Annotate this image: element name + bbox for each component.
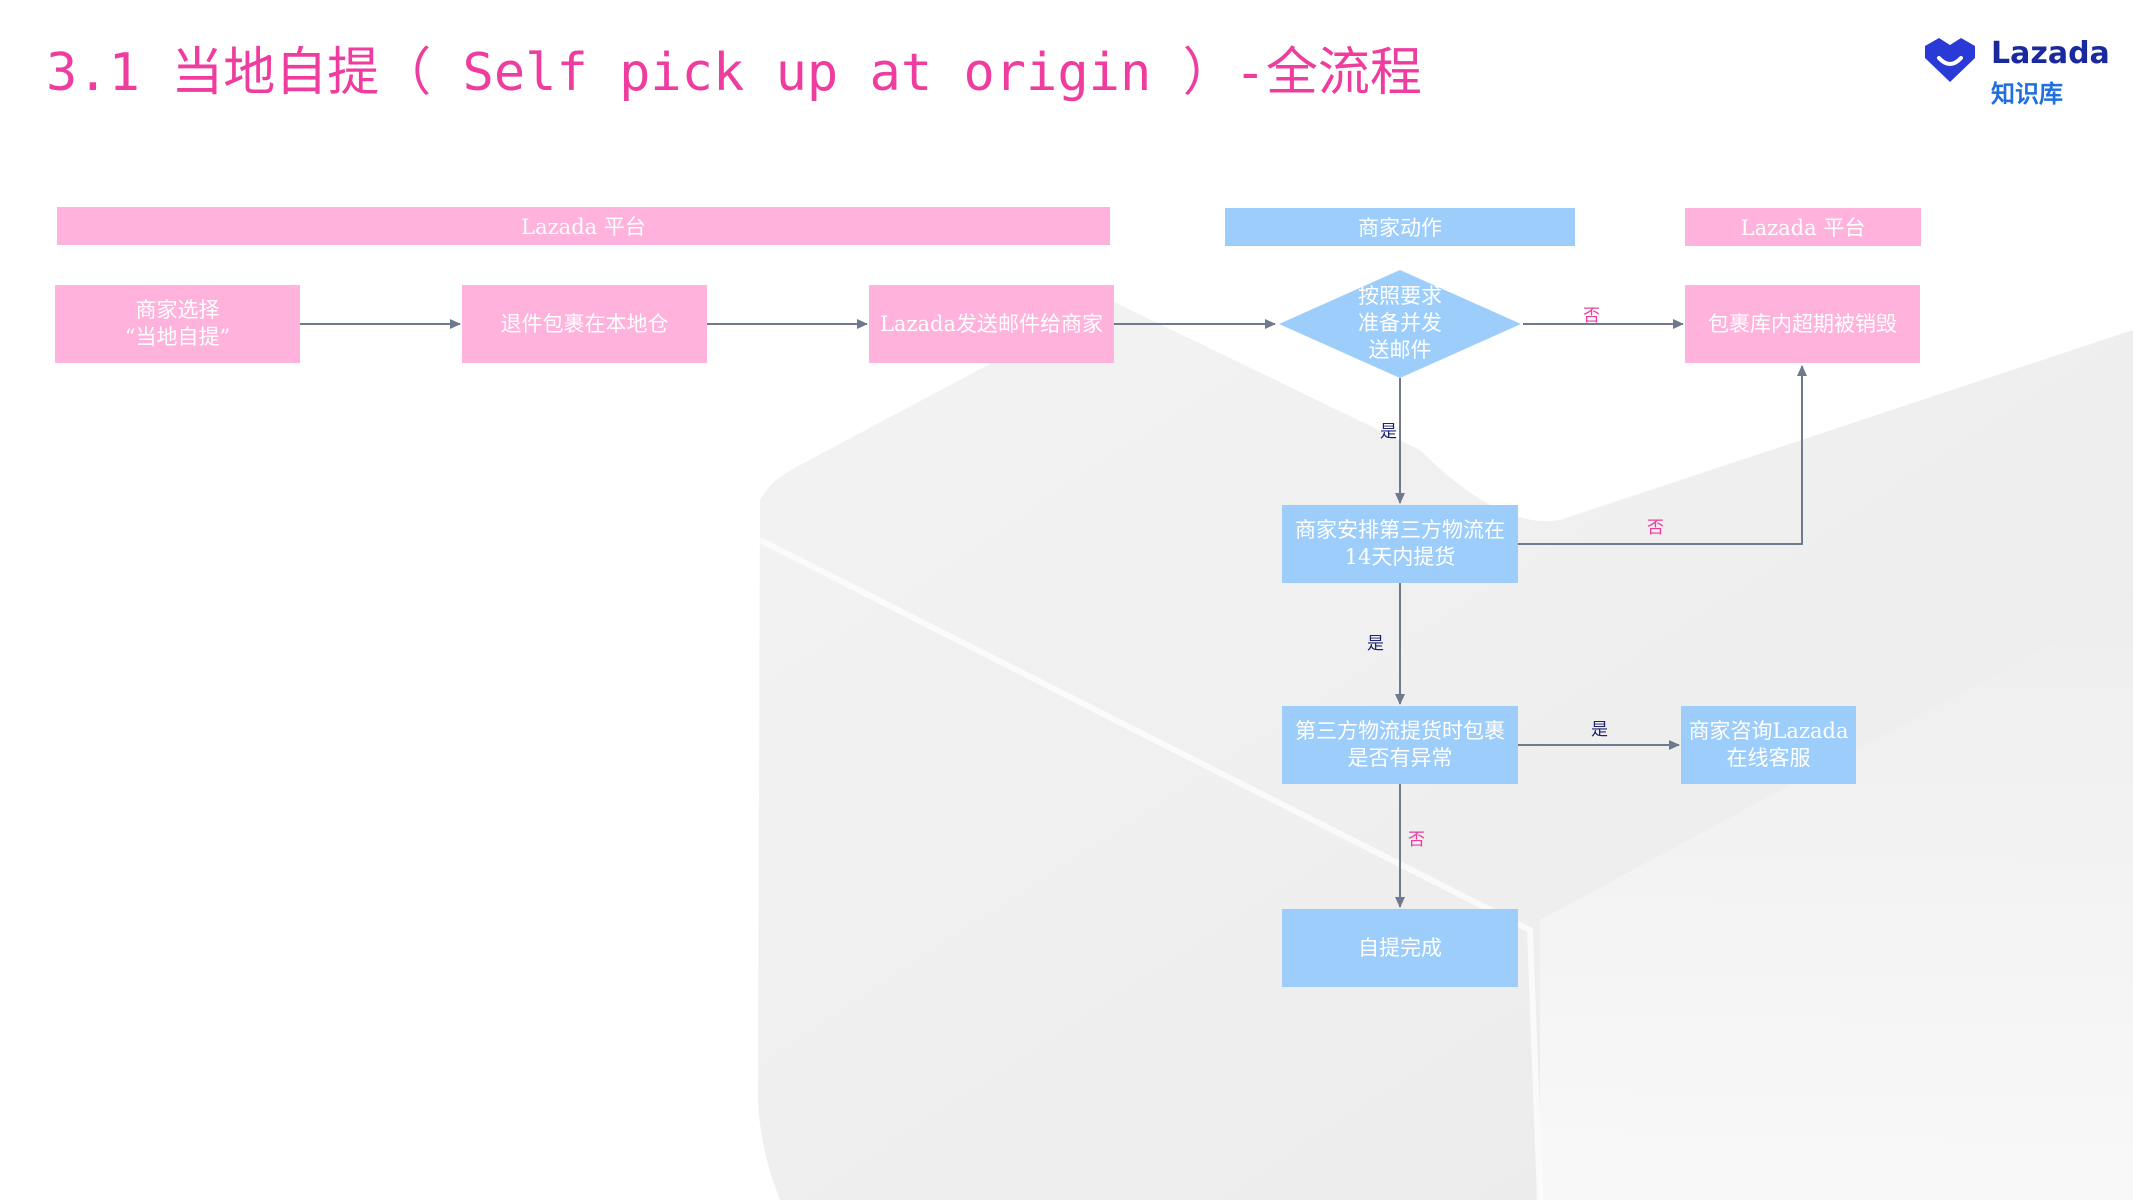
- lazada-heart-icon: [1925, 38, 1975, 82]
- logo-sub: 知识库: [1991, 80, 2063, 108]
- node-prepare-email: 按照要求 准备并发 送邮件: [1277, 268, 1523, 378]
- node-abnormal-line1: 第三方物流提货时包裹: [1295, 719, 1505, 743]
- node-lazada-send-email: Lazada发送邮件给商家: [869, 285, 1114, 363]
- node-merchant-select: 商家选择 “当地自提”: [55, 285, 300, 363]
- node-consult-service: 商家咨询Lazada 在线客服: [1681, 706, 1856, 784]
- node-pickup-abnormal: 第三方物流提货时包裹 是否有异常: [1282, 706, 1518, 784]
- decision-diamond: [1279, 270, 1521, 378]
- arrow-arrange-to-destroyed: [1518, 365, 1807, 545]
- lane-lazada-platform-left: Lazada 平台: [57, 207, 1110, 245]
- node-pickup-complete: 自提完成: [1282, 909, 1518, 987]
- label-no-prepare: 否: [1583, 306, 1600, 326]
- node-abnormal-line2: 是否有异常: [1347, 746, 1453, 770]
- logo-brand: Lazada: [1991, 36, 2110, 71]
- lane-merchant-action: 商家动作: [1225, 208, 1575, 246]
- node-prepare-line3: 送邮件: [1368, 337, 1432, 362]
- label-no-abnormal: 否: [1408, 830, 1425, 850]
- page-title: 3.1 当地自提（ Self pick up at origin ）-全流程: [46, 43, 1422, 103]
- node-merchant-select-line2: “当地自提”: [124, 325, 231, 349]
- lane-lazada-platform-right: Lazada 平台: [1685, 208, 1921, 246]
- node-prepare-line2: 准备并发: [1358, 310, 1442, 335]
- label-yes-prepare: 是: [1380, 422, 1397, 442]
- label-no-arrange: 否: [1647, 518, 1664, 538]
- lazada-logo: Lazada 知识库: [1921, 34, 2111, 108]
- node-arrange-line1: 商家安排第三方物流在: [1295, 518, 1505, 542]
- node-consult-line1: 商家咨询Lazada: [1688, 719, 1849, 743]
- node-consult-line2: 在线客服: [1726, 746, 1811, 770]
- node-arrange-line2: 14天内提货: [1344, 545, 1456, 569]
- node-package-destroyed: 包裹库内超期被销毁: [1685, 285, 1920, 363]
- node-return-local-warehouse: 退件包裹在本地仓: [462, 285, 707, 363]
- node-merchant-select-line1: 商家选择: [135, 298, 220, 322]
- label-yes-arrange: 是: [1367, 634, 1384, 654]
- node-arrange-logistics: 商家安排第三方物流在 14天内提货: [1282, 505, 1518, 583]
- node-prepare-line1: 按照要求: [1358, 283, 1442, 308]
- label-yes-abnormal: 是: [1591, 720, 1608, 740]
